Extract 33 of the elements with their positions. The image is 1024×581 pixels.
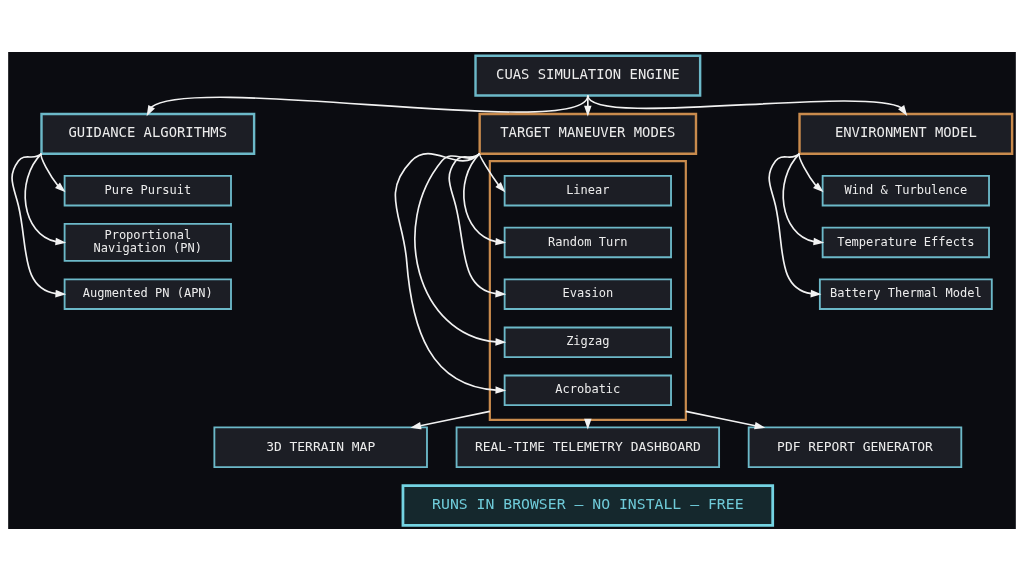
node-box: GUIDANCE ALGORITHMS [40, 112, 256, 155]
node-box: Random Turn [503, 226, 672, 259]
arrow [40, 152, 66, 193]
cluster [488, 159, 687, 422]
node-box: Evasion [503, 278, 672, 310]
node-box: Proportional Navigation (PN) [63, 223, 232, 262]
node-box: Acrobatic [503, 374, 672, 407]
node-box: Pure Pursuit [63, 174, 232, 207]
node-box: RUNS IN BROWSER — NO INSTALL — FREE [401, 484, 775, 527]
node-box: Battery Thermal Model [818, 278, 993, 310]
arrow [798, 152, 824, 193]
arrow [478, 152, 506, 193]
arrow [448, 152, 507, 298]
node-box: TARGET MANEUVER MODES [478, 112, 698, 155]
node-box: Temperature Effects [821, 226, 990, 259]
node-box: 3D TERRAIN MAP [213, 426, 428, 468]
arrow [768, 152, 822, 298]
node-box: CUAS SIMULATION ENGINE [474, 54, 702, 97]
arrow [685, 410, 766, 430]
arrow [414, 152, 507, 346]
arrow [410, 410, 491, 430]
arrow [394, 152, 507, 394]
node-box: ENVIRONMENT MODEL [798, 112, 1014, 155]
arrow [24, 152, 67, 246]
node-box: Linear [503, 174, 672, 207]
node-box: PDF REPORT GENERATOR [747, 426, 963, 468]
node-box: REAL-TIME TELEMETRY DASHBOARD [455, 426, 721, 468]
node-box: Wind & Turbulence [821, 174, 990, 207]
arrow [463, 152, 507, 246]
node-box: Augmented PN (APN) [63, 278, 232, 310]
arrow [782, 152, 825, 246]
node-box: Zigzag [503, 326, 672, 358]
arrow [11, 152, 67, 298]
